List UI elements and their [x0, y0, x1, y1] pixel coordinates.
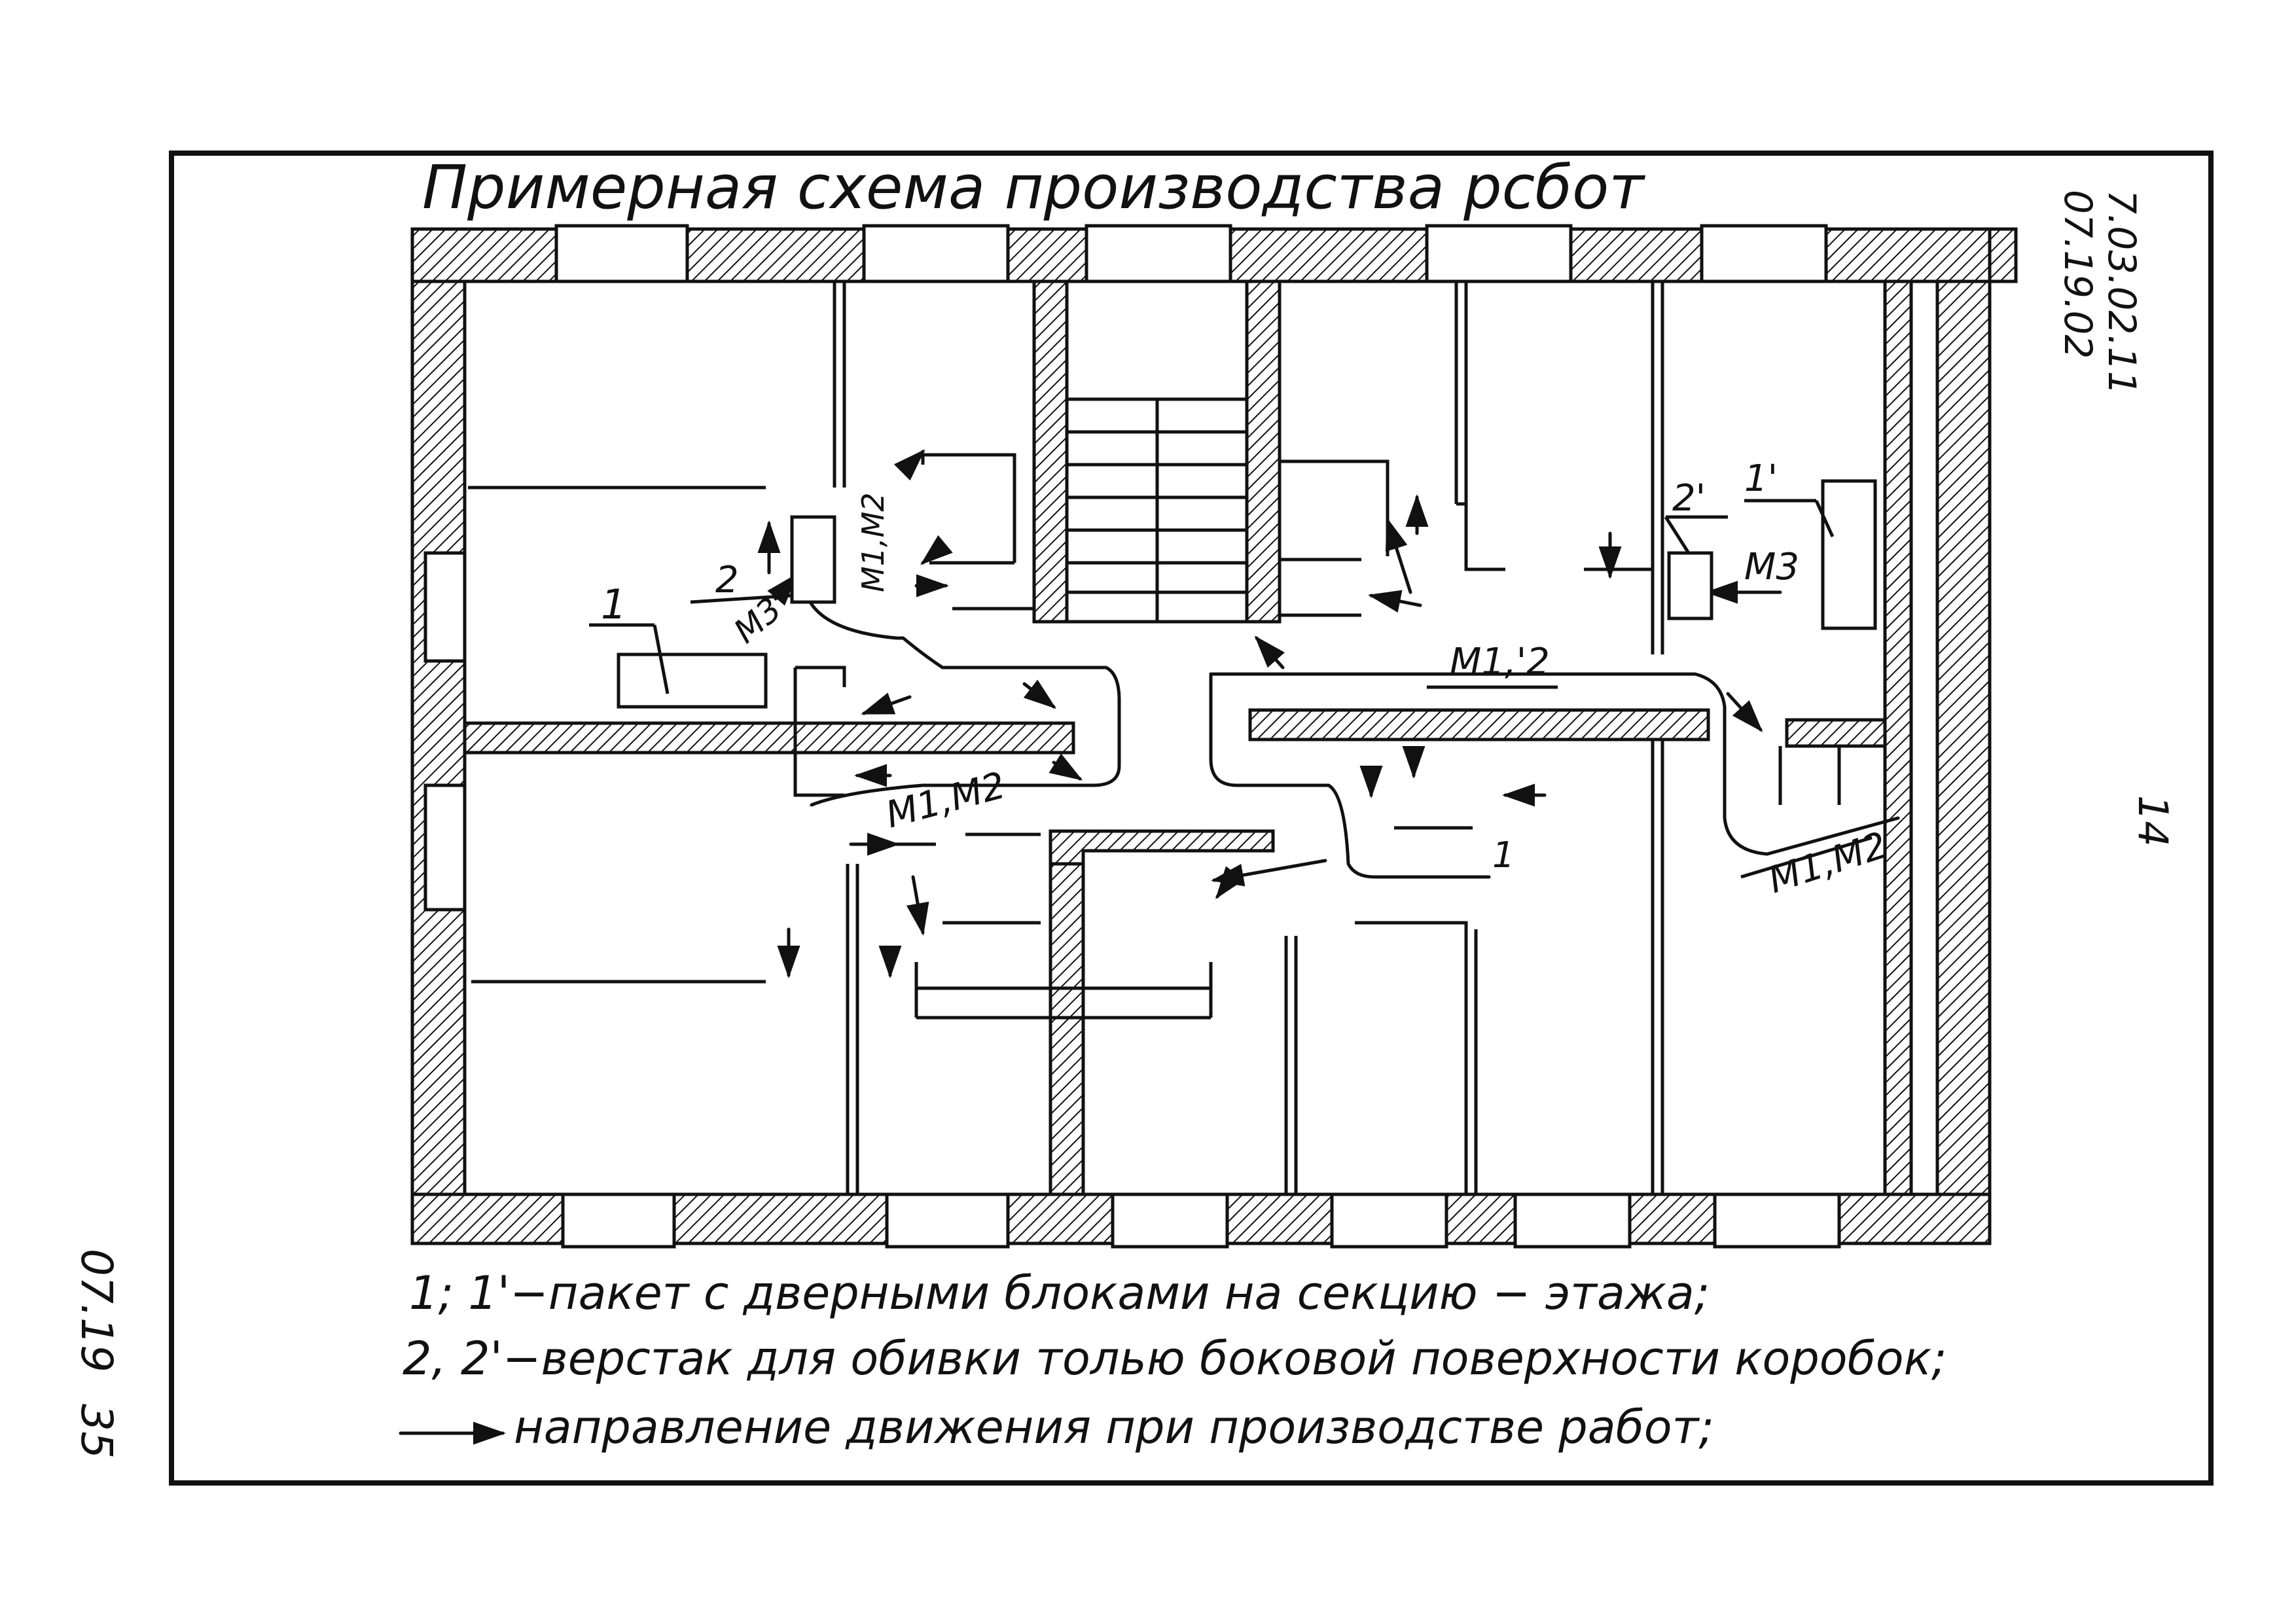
interior-walls [463, 279, 1887, 1196]
partitions [468, 281, 1841, 1194]
side-page-number: 35 [71, 1404, 122, 1459]
workbench-2-prime [1667, 551, 1713, 620]
page-number: 14 [2129, 795, 2177, 847]
legend-line-1: 1; 1'−пакет с дверными блоками на секцию… [409, 1266, 1710, 1320]
arrow [1211, 859, 1327, 887]
door-package-1 [617, 652, 768, 709]
leader-lines [589, 499, 1873, 879]
window-openings [423, 224, 1841, 1249]
label-pack-1: 1 [601, 580, 626, 628]
arrow [1215, 866, 1244, 899]
label-m1m2-vertical: М1,М2 [855, 492, 891, 592]
arrow [1254, 635, 1285, 669]
side-code: 07.19 [71, 1249, 122, 1372]
legend-line-3: направление движения при производстве ра… [514, 1400, 1714, 1454]
label-pack-1-prime: 1' [1744, 457, 1778, 500]
route-lines [806, 597, 1900, 879]
door-package-1-prime [1821, 479, 1877, 630]
label-mark-1-center: 1 [1492, 834, 1515, 876]
arrow [920, 535, 953, 565]
arrow [906, 875, 929, 936]
document-code-top: 7.03.02.11 [2100, 190, 2144, 395]
label-bench-2-prime: 2' [1672, 477, 1706, 520]
label-bench-2: 2 [715, 559, 739, 601]
label-m1m2-center: М1,М2 [882, 764, 1010, 837]
label-m3-right: М3 [1744, 546, 1799, 588]
direction-arrows [757, 449, 1782, 978]
arrow [1726, 692, 1763, 732]
document-code-bottom: 07.19.02 [2056, 190, 2100, 359]
arrow [1385, 517, 1412, 594]
drawing-title: Примерная схема производства рсбот [422, 152, 1645, 223]
arrow [1022, 679, 1056, 709]
staircase [1065, 397, 1249, 624]
arrow [1368, 590, 1422, 613]
arrow [893, 449, 925, 481]
legend-line-2: 2, 2'−верстак для обивки толью боковой п… [403, 1332, 1947, 1385]
arrow [1049, 753, 1083, 781]
drawing-frame [169, 151, 2214, 1486]
legend: 1; 1'−пакет с дверными блоками на секцию… [399, 1266, 1947, 1454]
label-m1m2-upper-right: М1,'2 [1450, 641, 1550, 683]
arrow [861, 692, 912, 715]
workbench-2 [790, 515, 836, 604]
